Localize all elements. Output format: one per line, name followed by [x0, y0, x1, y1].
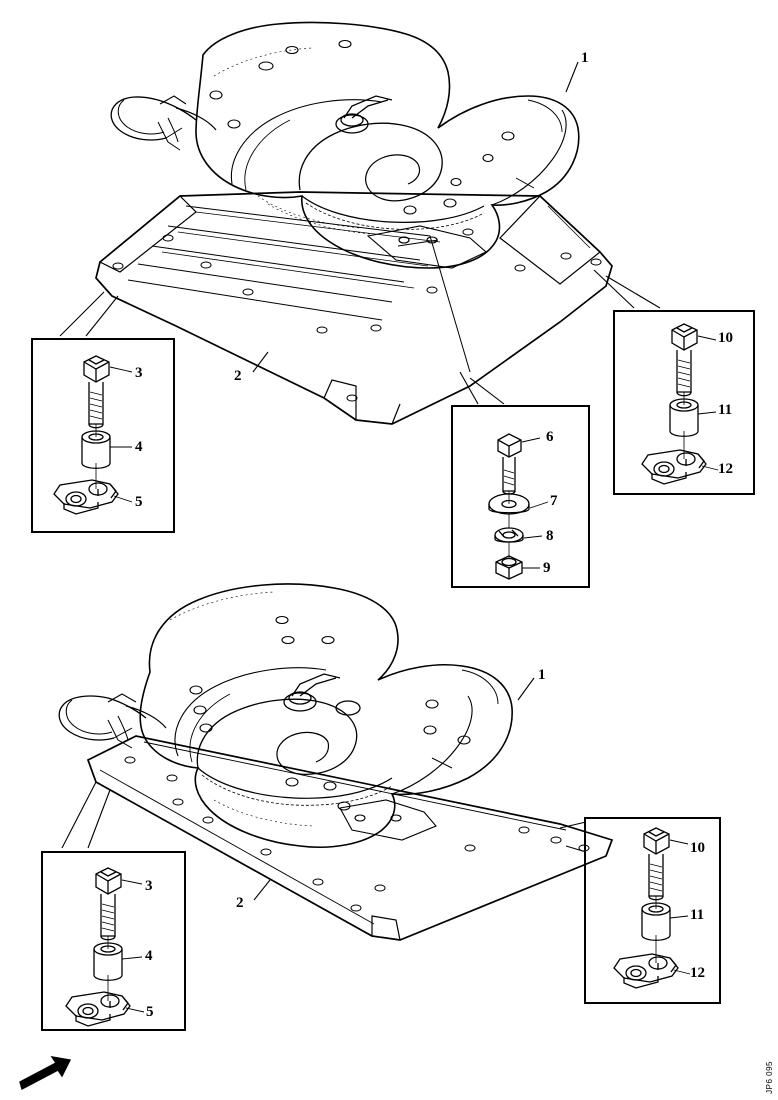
- part-label-3-lower: 3: [145, 878, 153, 894]
- detail-upper-center-art: [488, 433, 549, 580]
- detail-box-upper-right: [613, 310, 755, 495]
- forward-direction-arrow: [19, 1056, 72, 1091]
- part-label-12-lower: 12: [690, 965, 705, 981]
- clamp-plate-part-12: [641, 449, 707, 485]
- upper-detail-leaders: [59, 269, 661, 405]
- lower-fifth-wheel-plate: [58, 583, 513, 849]
- clamp-plate-part-12-lower: [613, 953, 679, 989]
- part-label-7: 7: [550, 493, 558, 509]
- part-label-4-lower: 4: [145, 948, 153, 964]
- part-label-10-upper: 10: [718, 330, 733, 346]
- part-label-6: 6: [546, 429, 554, 445]
- detail-lower-left-art: [65, 867, 145, 1027]
- detail-upper-left-art: [53, 355, 133, 515]
- part-label-4-upper: 4: [135, 439, 143, 455]
- callout-lower-2: 2: [236, 895, 244, 911]
- upper-fifth-wheel-plate: [110, 21, 580, 269]
- upper-mounting-base-plate: [95, 191, 613, 425]
- detail-box-upper-left: [31, 338, 175, 533]
- callout-upper-2: 2: [234, 368, 242, 384]
- part-label-5-lower: 5: [146, 1004, 154, 1020]
- lower-detail-leaders: [61, 781, 587, 853]
- lower-callout-leaders: [253, 677, 535, 901]
- callout-upper-1: 1: [581, 50, 589, 66]
- detail-box-lower-left: [41, 851, 186, 1031]
- upper-callout-leaders: [252, 61, 579, 373]
- part-label-10-lower: 10: [690, 840, 705, 856]
- sheet-code: JP6 095: [765, 1061, 774, 1094]
- clamp-plate-part-5-lower: [65, 991, 131, 1027]
- part-label-3-upper: 3: [135, 365, 143, 381]
- detail-box-upper-center: [451, 405, 590, 588]
- bolt-part-3: [83, 355, 110, 429]
- detail-box-lower-right: [584, 817, 721, 1004]
- part-label-8: 8: [546, 528, 554, 544]
- callout-lower-1: 1: [538, 667, 546, 683]
- part-label-11-upper: 11: [718, 402, 733, 418]
- detail-upper-right-art: [641, 323, 719, 485]
- part-label-5-upper: 5: [135, 494, 143, 510]
- clamp-plate-part-5: [53, 479, 119, 515]
- part-label-11-lower: 11: [690, 907, 705, 923]
- part-label-9: 9: [543, 560, 551, 576]
- part-label-12-upper: 12: [718, 461, 733, 477]
- detail-lower-right-art: [613, 827, 691, 989]
